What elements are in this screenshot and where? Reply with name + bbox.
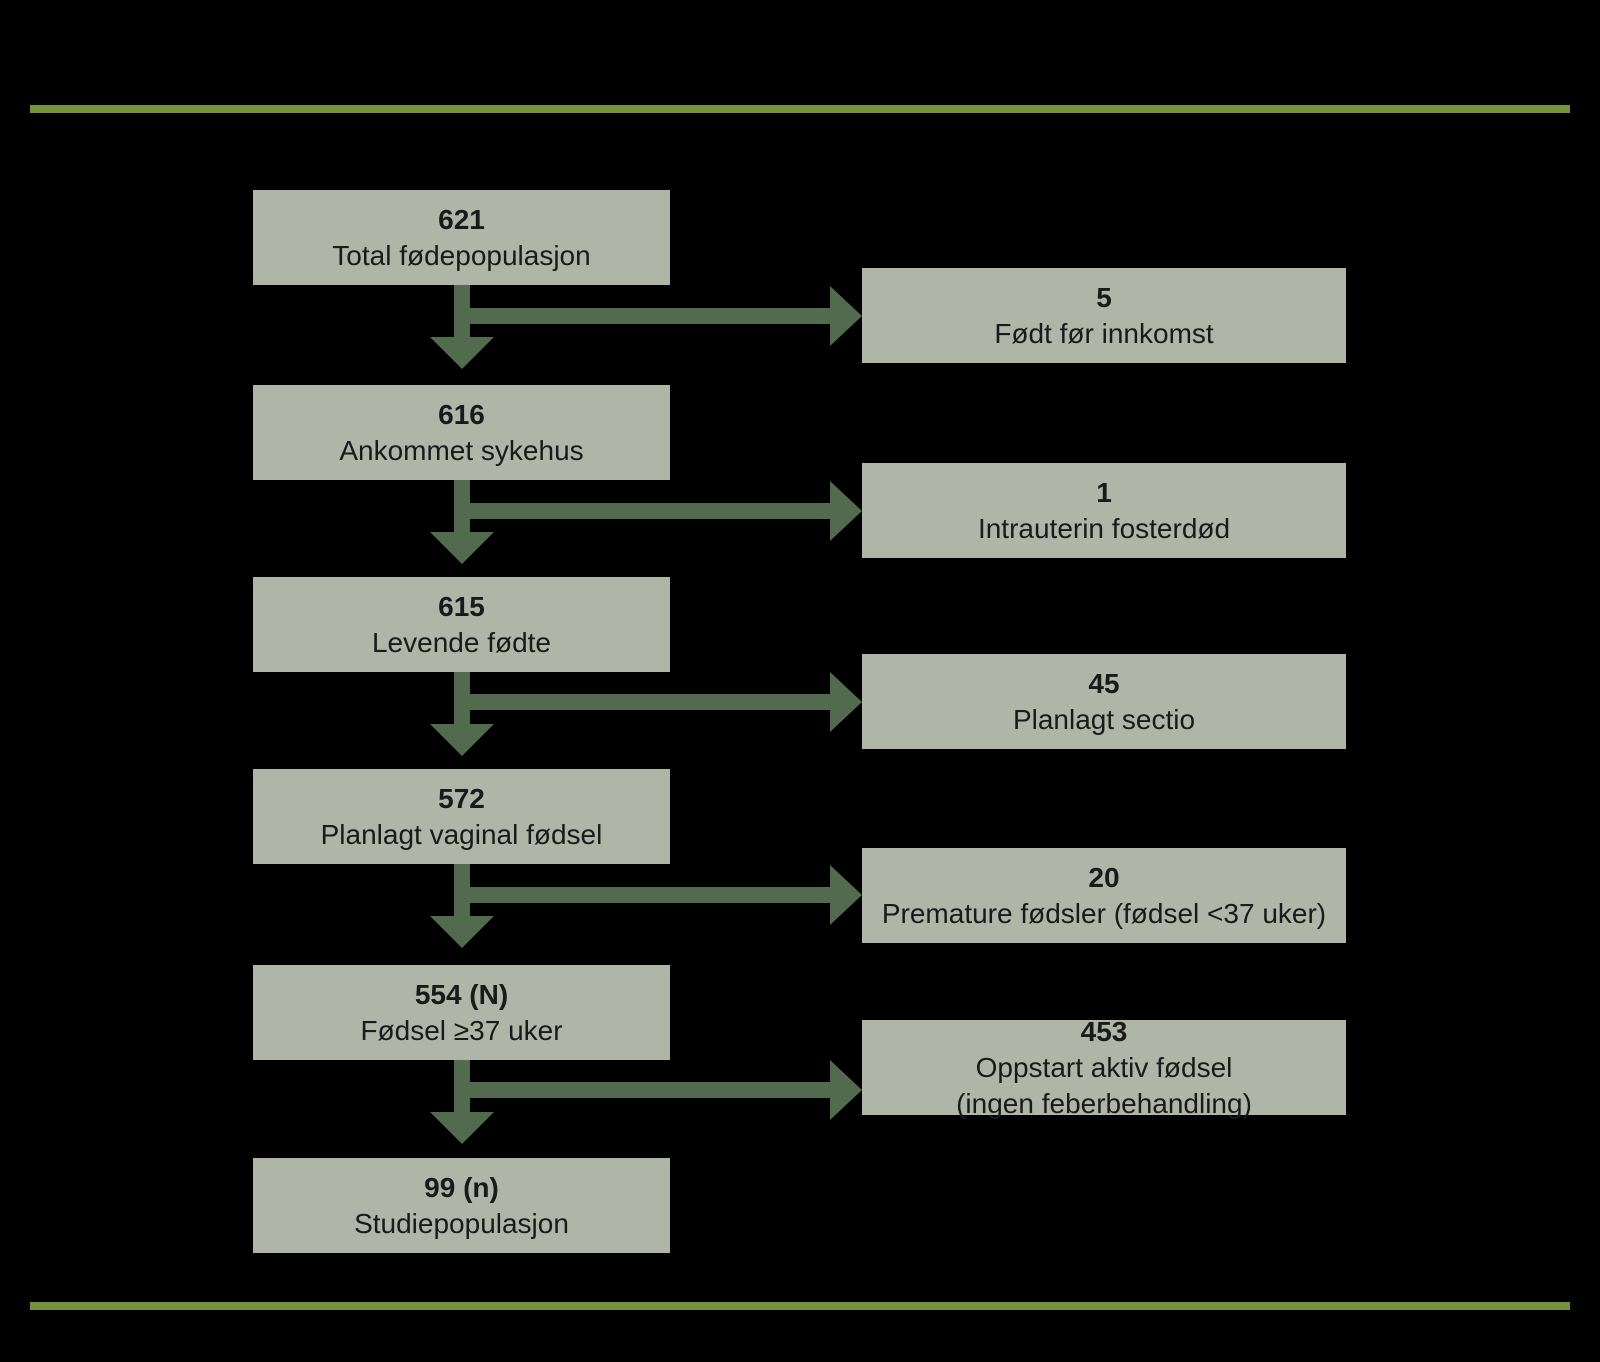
box-value: 616 <box>438 398 485 430</box>
flow-box-studiepopulasjon: 99 (n) Studiepopulasjon <box>253 1158 670 1253</box>
top-divider-line <box>30 105 1570 113</box>
right-arrow-shaft <box>454 1082 832 1098</box>
right-arrow-shaft <box>454 503 832 519</box>
down-arrow-icon <box>430 337 494 369</box>
box-label-line2: (ingen feberbehandling) <box>956 1087 1252 1119</box>
down-arrow-icon <box>430 1112 494 1144</box>
box-value: 453 <box>1080 1015 1128 1047</box>
down-arrow-icon <box>430 532 494 564</box>
box-value: 572 <box>438 782 485 814</box>
flow-box-fodt-for-innkomst: 5 Født før innkomst <box>862 268 1346 363</box>
box-label: Fødsel ≥37 uker <box>360 1014 563 1046</box>
box-label: Total fødepopulasjon <box>332 239 591 271</box>
box-label: Levende fødte <box>371 626 552 658</box>
right-arrow-shaft <box>454 887 832 903</box>
right-arrow-icon <box>830 865 862 925</box>
box-label: Planlagt sectio <box>1012 703 1196 735</box>
flow-box-planlagt-sectio: 45 Planlagt sectio <box>862 654 1346 749</box>
right-arrow-icon <box>830 672 862 732</box>
box-label: Premature fødsler (fødsel <37 uker) <box>881 897 1327 929</box>
box-value: 45 <box>1088 667 1120 699</box>
flow-box-premature-fodsler: 20 Premature fødsler (fødsel <37 uker) <box>862 848 1346 943</box>
box-value: 554 (N) <box>414 978 509 1010</box>
flow-box-intrauterin-fosterdod: 1 Intrauterin fosterdød <box>862 463 1346 558</box>
box-label: Oppstart aktiv fødsel <box>975 1051 1233 1083</box>
flow-box-levende-fodte: 615 Levende fødte <box>253 577 670 672</box>
down-arrow-icon <box>430 916 494 948</box>
box-label: Intrauterin fosterdød <box>977 512 1231 544</box>
box-value: 5 <box>1096 281 1112 313</box>
right-arrow-icon <box>830 286 862 346</box>
right-arrow-icon <box>830 481 862 541</box>
box-value: 20 <box>1088 861 1120 893</box>
flow-box-ankommet-sykehus: 616 Ankommet sykehus <box>253 385 670 480</box>
flow-box-planlagt-vaginal-fodsel: 572 Planlagt vaginal fødsel <box>253 769 670 864</box>
right-arrow-shaft <box>454 694 832 710</box>
bottom-divider-line <box>30 1302 1570 1310</box>
flow-box-oppstart-aktiv-fodsel: 453 Oppstart aktiv fødsel (ingen feberbe… <box>862 1016 1346 1119</box>
box-label: Studiepopulasjon <box>354 1207 569 1239</box>
flow-box-fodsel-37-uker: 554 (N) Fødsel ≥37 uker <box>253 965 670 1060</box>
down-arrow-icon <box>430 724 494 756</box>
box-label: Ankommet sykehus <box>339 434 584 466</box>
right-arrow-icon <box>830 1060 862 1120</box>
box-value: 99 (n) <box>424 1171 499 1203</box>
box-label: Født før innkomst <box>994 317 1214 349</box>
flow-box-total-fodepopulasjon: 621 Total fødepopulasjon <box>253 190 670 285</box>
box-value: 621 <box>438 203 485 235</box>
right-arrow-shaft <box>454 308 832 324</box>
box-value: 615 <box>438 590 485 622</box>
box-value: 1 <box>1096 476 1112 508</box>
box-label: Planlagt vaginal fødsel <box>320 818 603 850</box>
